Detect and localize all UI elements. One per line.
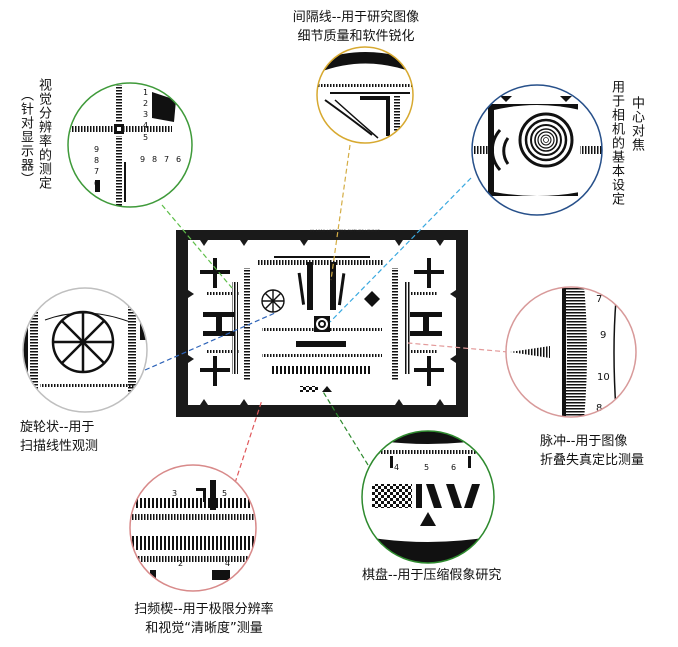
chart-border-triangles <box>188 240 456 405</box>
svg-text:1: 1 <box>143 88 148 97</box>
label-top-line1: 间隔线--用于研究图像 <box>292 10 420 25</box>
label-left-vertical-paren: （针对显示器） <box>18 88 33 186</box>
svg-text:9: 9 <box>94 145 99 154</box>
svg-text:5: 5 <box>143 133 148 142</box>
leader-top <box>330 144 351 281</box>
svg-text:8: 8 <box>152 155 157 164</box>
chart-header-text: IN 1000 LINES PER PICTURE HEIGHT <box>310 229 380 233</box>
label-right-vertical-a: 用于相机的基本设定 <box>609 80 624 206</box>
label-right-mid-line2: 折叠失真定比测量 <box>540 453 645 468</box>
chart-wedge-right2 <box>404 282 410 374</box>
svg-text:3: 3 <box>172 489 177 498</box>
label-bottom-left: 扫频楔--用于极限分辨率 和视觉“清晰度”测量 <box>104 600 304 638</box>
chart-wedge-left2 <box>232 282 238 374</box>
chart-center-target <box>314 316 330 332</box>
magnifier-bottom-left: 3 5 2 4 <box>129 464 257 592</box>
chart-wedge-mid2 <box>262 354 382 357</box>
svg-text:4: 4 <box>143 121 148 130</box>
magnifier-top <box>316 46 414 144</box>
svg-text:4: 4 <box>394 463 399 472</box>
svg-text:2: 2 <box>178 559 183 568</box>
magnifier-left <box>22 287 148 413</box>
label-bottom-left-line1: 扫频楔--用于极限分辨率 <box>134 602 274 617</box>
label-right-vertical-b: 中心对焦 <box>629 96 644 152</box>
leader-top-left <box>161 204 233 289</box>
svg-text:7: 7 <box>596 294 602 305</box>
svg-text:4: 4 <box>225 559 230 568</box>
label-right-mid-line1: 脉冲--用于图像 <box>540 434 628 449</box>
magnifier-right: 7 9 10 8 <box>505 286 637 418</box>
svg-text:6: 6 <box>451 463 456 472</box>
chart-wheel <box>261 289 285 313</box>
svg-text:9: 9 <box>600 330 606 341</box>
svg-text:9: 9 <box>140 155 145 164</box>
svg-text:5: 5 <box>424 463 429 472</box>
magnifier-right-numbers: 7 9 10 8 <box>596 294 610 414</box>
label-left-mid-line1: 旋轮状--用于 <box>20 420 95 435</box>
label-bottom-left-line2: 和视觉“清晰度”测量 <box>145 621 263 636</box>
svg-text:3: 3 <box>143 110 148 119</box>
magnifier-bottom-left-numbers: 3 5 2 4 <box>172 489 230 568</box>
leader-bottom <box>321 389 369 466</box>
chart-diamond <box>364 291 380 307</box>
magnifier-top-left: 1 2 3 4 5 9 8 7 6 9 8 7 6 <box>67 82 193 208</box>
magnifier-bottom-center-numbers: 6 5 4 <box>394 463 456 472</box>
label-right-mid: 脉冲--用于图像 折叠失真定比测量 <box>540 432 644 470</box>
chart-checker <box>300 386 318 392</box>
chart-wedge-bottom <box>272 366 372 374</box>
svg-text:10: 10 <box>597 372 610 383</box>
leader-bottom-left <box>234 399 263 484</box>
label-left-mid-line2: 扫描线性观测 <box>20 439 99 454</box>
svg-text:6: 6 <box>176 155 181 164</box>
chart-wedge-top <box>258 260 384 265</box>
label-top-line2: 细节质量和软件锐化 <box>297 29 415 44</box>
svg-text:8: 8 <box>596 403 602 414</box>
svg-text:7: 7 <box>94 167 99 176</box>
chart-corner-crosses <box>200 258 444 386</box>
chart-wedge-right <box>392 268 398 380</box>
iso-test-chart <box>176 230 468 417</box>
svg-text:2: 2 <box>143 99 148 108</box>
chart-wedge-left <box>244 268 250 380</box>
chart-bars <box>203 262 442 347</box>
svg-text:7: 7 <box>164 155 169 164</box>
label-left-mid: 旋轮状--用于 扫描线性观测 <box>20 418 98 456</box>
magnifier-top-left-numbers: 1 2 3 4 5 9 8 7 6 9 8 7 6 <box>94 88 181 188</box>
leader-top-right <box>329 177 472 323</box>
svg-text:6: 6 <box>94 179 99 188</box>
leader-right <box>407 342 509 353</box>
label-bottom-center: 棋盘--用于压缩假象研究 <box>362 568 502 583</box>
leader-lines <box>144 144 509 484</box>
magnifier-bottom-center: 6 5 4 <box>361 430 495 564</box>
svg-text:5: 5 <box>222 489 227 498</box>
magnifier-top-right <box>471 84 603 216</box>
svg-text:8: 8 <box>94 156 99 165</box>
label-top: 间隔线--用于研究图像 细节质量和软件锐化 <box>266 8 446 46</box>
label-left-vertical: 视觉分辨率的测定 <box>36 78 51 190</box>
